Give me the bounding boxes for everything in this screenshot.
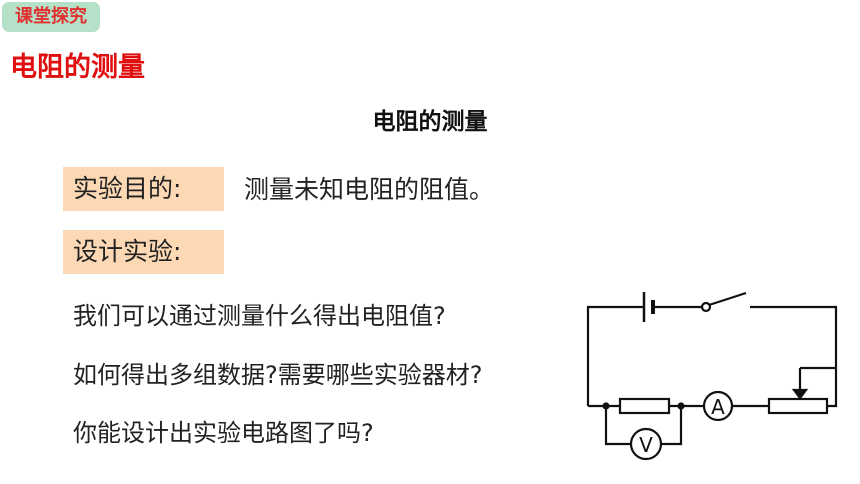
purpose-text: 测量未知电阻的阻值。 (244, 175, 495, 204)
wire-voltmeter-left (604, 406, 632, 446)
resistor (618, 397, 671, 415)
wire-top-right (750, 305, 838, 408)
design-label: 设计实验: (63, 230, 224, 274)
switch-contact (700, 301, 712, 313)
ammeter-label: A (711, 395, 725, 419)
circuit-diagram: A V (586, 291, 838, 461)
wire-voltmeter-right (661, 406, 683, 446)
voltmeter-label: V (639, 433, 653, 457)
question-3: 你能设计出实验电路图了吗? (73, 419, 374, 447)
junction-right (677, 402, 685, 410)
question-1: 我们可以通过测量什么得出电阻值? (73, 302, 446, 330)
junction-left (602, 402, 610, 410)
section-tag: 课堂探究 (2, 2, 100, 32)
switch-blade (708, 291, 747, 307)
wire-top-left (586, 305, 644, 406)
page-title: 电阻的测量 (10, 52, 145, 83)
question-2: 如何得出多组数据?需要哪些实验器材? (73, 361, 483, 389)
rheostat (767, 397, 829, 415)
purpose-label: 实验目的: (63, 167, 224, 211)
page-subtitle: 电阻的测量 (372, 109, 488, 135)
rheostat-arrow (791, 388, 809, 400)
